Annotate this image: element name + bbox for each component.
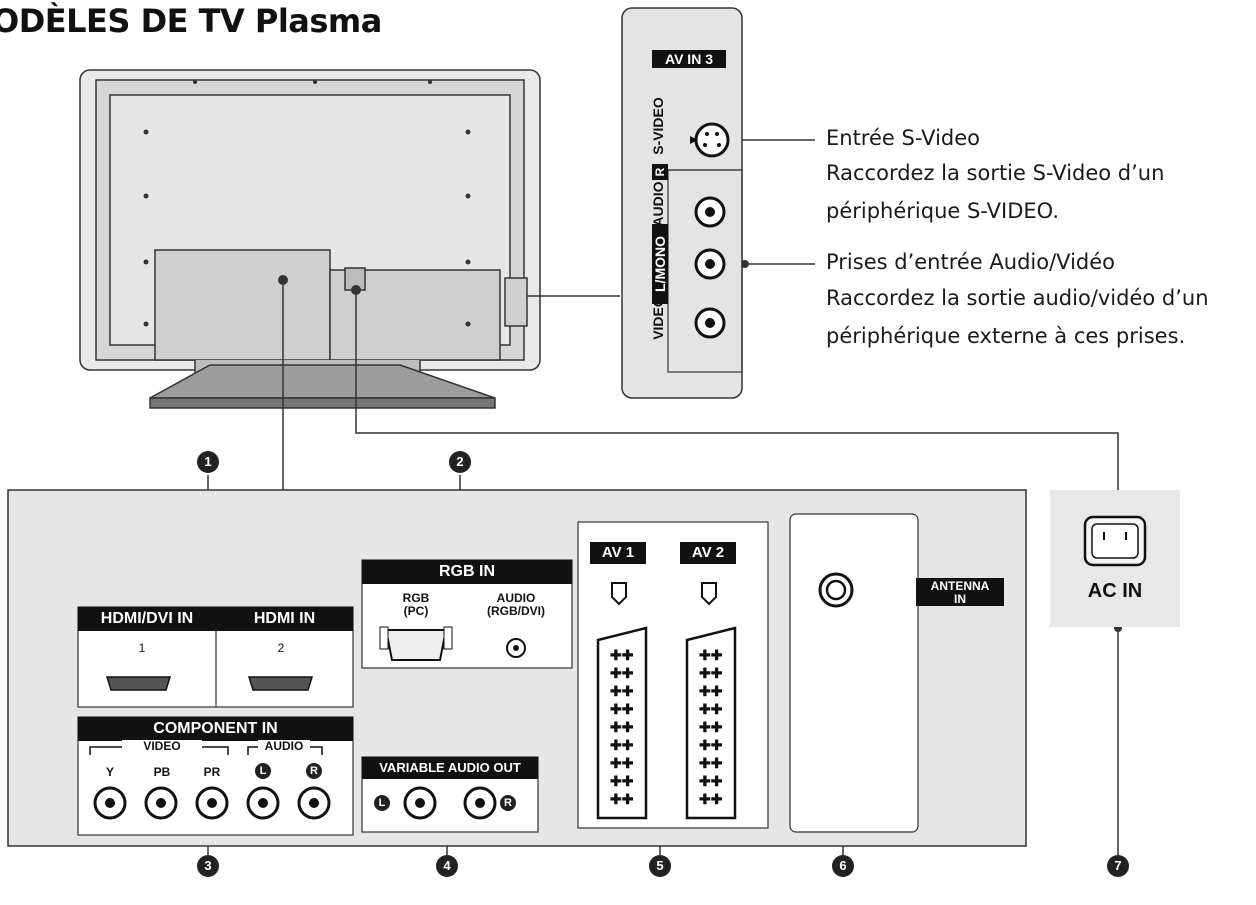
- vao-r-label: R: [500, 795, 516, 811]
- tv-screw-dots: [143, 80, 471, 327]
- component-audio-group: AUDIO: [258, 740, 310, 753]
- svg-text:✚✚: ✚✚: [699, 701, 723, 717]
- audio-rgb-label-1: AUDIO: [496, 591, 536, 605]
- marker-4: 4: [436, 855, 458, 877]
- av-in3-jacks: [694, 196, 726, 339]
- svg-text:✚✚: ✚✚: [610, 647, 634, 663]
- component-jacks: [93, 786, 331, 820]
- component-video-group: VIDEO: [122, 740, 202, 753]
- marker-2: 2: [449, 451, 471, 473]
- marker-7: 7: [1107, 855, 1129, 877]
- rgb-in-label: RGB IN: [362, 560, 572, 584]
- svideo-desc-2: périphérique S-VIDEO.: [826, 199, 1060, 223]
- component-y-label: Y: [105, 765, 114, 779]
- svg-text:✚✚: ✚✚: [610, 773, 634, 789]
- av-in3-label: AV IN 3: [652, 50, 726, 68]
- svg-text:✚✚: ✚✚: [610, 755, 634, 771]
- svg-text:✚✚: ✚✚: [610, 665, 634, 681]
- vao-l-label: L: [374, 795, 390, 811]
- ac-in-label: AC IN: [1087, 580, 1143, 602]
- scart-connectors: ✚✚ ✚✚ ✚✚ ✚✚ ✚✚ ✚✚ ✚✚ ✚✚ ✚✚ ✚✚ ✚✚ ✚✚ ✚✚ ✚✚ ✚✚ ✚✚ ✚✚ ✚✚: [596, 582, 737, 820]
- av-jacks-desc-2: périphérique externe à ces prises.: [826, 324, 1186, 348]
- component-pb-label: PB: [153, 765, 171, 779]
- rgb-pc-label-1: RGB: [402, 591, 430, 605]
- svideo-heading: Entrée S-Video: [826, 126, 981, 150]
- svg-text:✚✚: ✚✚: [699, 755, 723, 771]
- av1-label: AV 1: [590, 542, 646, 564]
- component-in-label: COMPONENT IN: [78, 717, 353, 741]
- svideo-label: S-VIDEO: [650, 97, 666, 155]
- tv-back-illustration: [79, 69, 541, 409]
- svg-text:✚✚: ✚✚: [699, 737, 723, 753]
- audio-label: AUDIO: [650, 181, 666, 227]
- svg-text:✚✚: ✚✚: [699, 719, 723, 735]
- svg-text:✚✚: ✚✚: [699, 791, 723, 807]
- marker-3: 3: [197, 855, 219, 877]
- svg-text:✚✚: ✚✚: [699, 665, 723, 681]
- hdmi-port-1-number: 1: [138, 641, 146, 655]
- marker-1: 1: [197, 451, 219, 473]
- hdmi-in-label: HDMI IN: [216, 607, 353, 631]
- component-r-label: R: [306, 763, 322, 779]
- marker-5: 5: [649, 855, 671, 877]
- component-pr-label: PR: [203, 765, 221, 779]
- av-jacks-desc-1: Raccordez la sortie audio/vidéo d’un: [826, 286, 1209, 310]
- rgb-pc-label-2: (PC): [403, 604, 429, 618]
- antenna-label-1: ANTENNA: [930, 579, 990, 593]
- component-l-label: L: [255, 763, 271, 779]
- svg-text:✚✚: ✚✚: [610, 737, 634, 753]
- svg-text:✚✚: ✚✚: [610, 791, 634, 807]
- svg-text:✚✚: ✚✚: [610, 701, 634, 717]
- svideo-desc-1: Raccordez la sortie S-Video d’un: [826, 161, 1165, 185]
- antenna-in-label: ANTENNA IN: [916, 578, 1004, 606]
- svg-text:✚✚: ✚✚: [699, 683, 723, 699]
- audio-r-label: R: [652, 164, 668, 180]
- audio-rgb-label-2: (RGB/DVI): [487, 604, 545, 618]
- page-title: ODÈLES DE TV Plasma: [0, 2, 382, 40]
- svg-text:✚✚: ✚✚: [610, 719, 634, 735]
- svg-text:✚✚: ✚✚: [610, 683, 634, 699]
- svg-text:✚✚: ✚✚: [699, 773, 723, 789]
- marker-6: 6: [832, 855, 854, 877]
- svg-text:✚✚: ✚✚: [699, 647, 723, 663]
- antenna-label-2: IN: [954, 592, 966, 606]
- hdmi-port-2-number: 2: [277, 641, 285, 655]
- av2-label: AV 2: [680, 542, 736, 564]
- hdmi-dvi-in-label: HDMI/DVI IN: [78, 607, 216, 631]
- av-jacks-heading: Prises d’entrée Audio/Vidéo: [826, 250, 1115, 274]
- variable-audio-out-label: VARIABLE AUDIO OUT: [362, 757, 538, 779]
